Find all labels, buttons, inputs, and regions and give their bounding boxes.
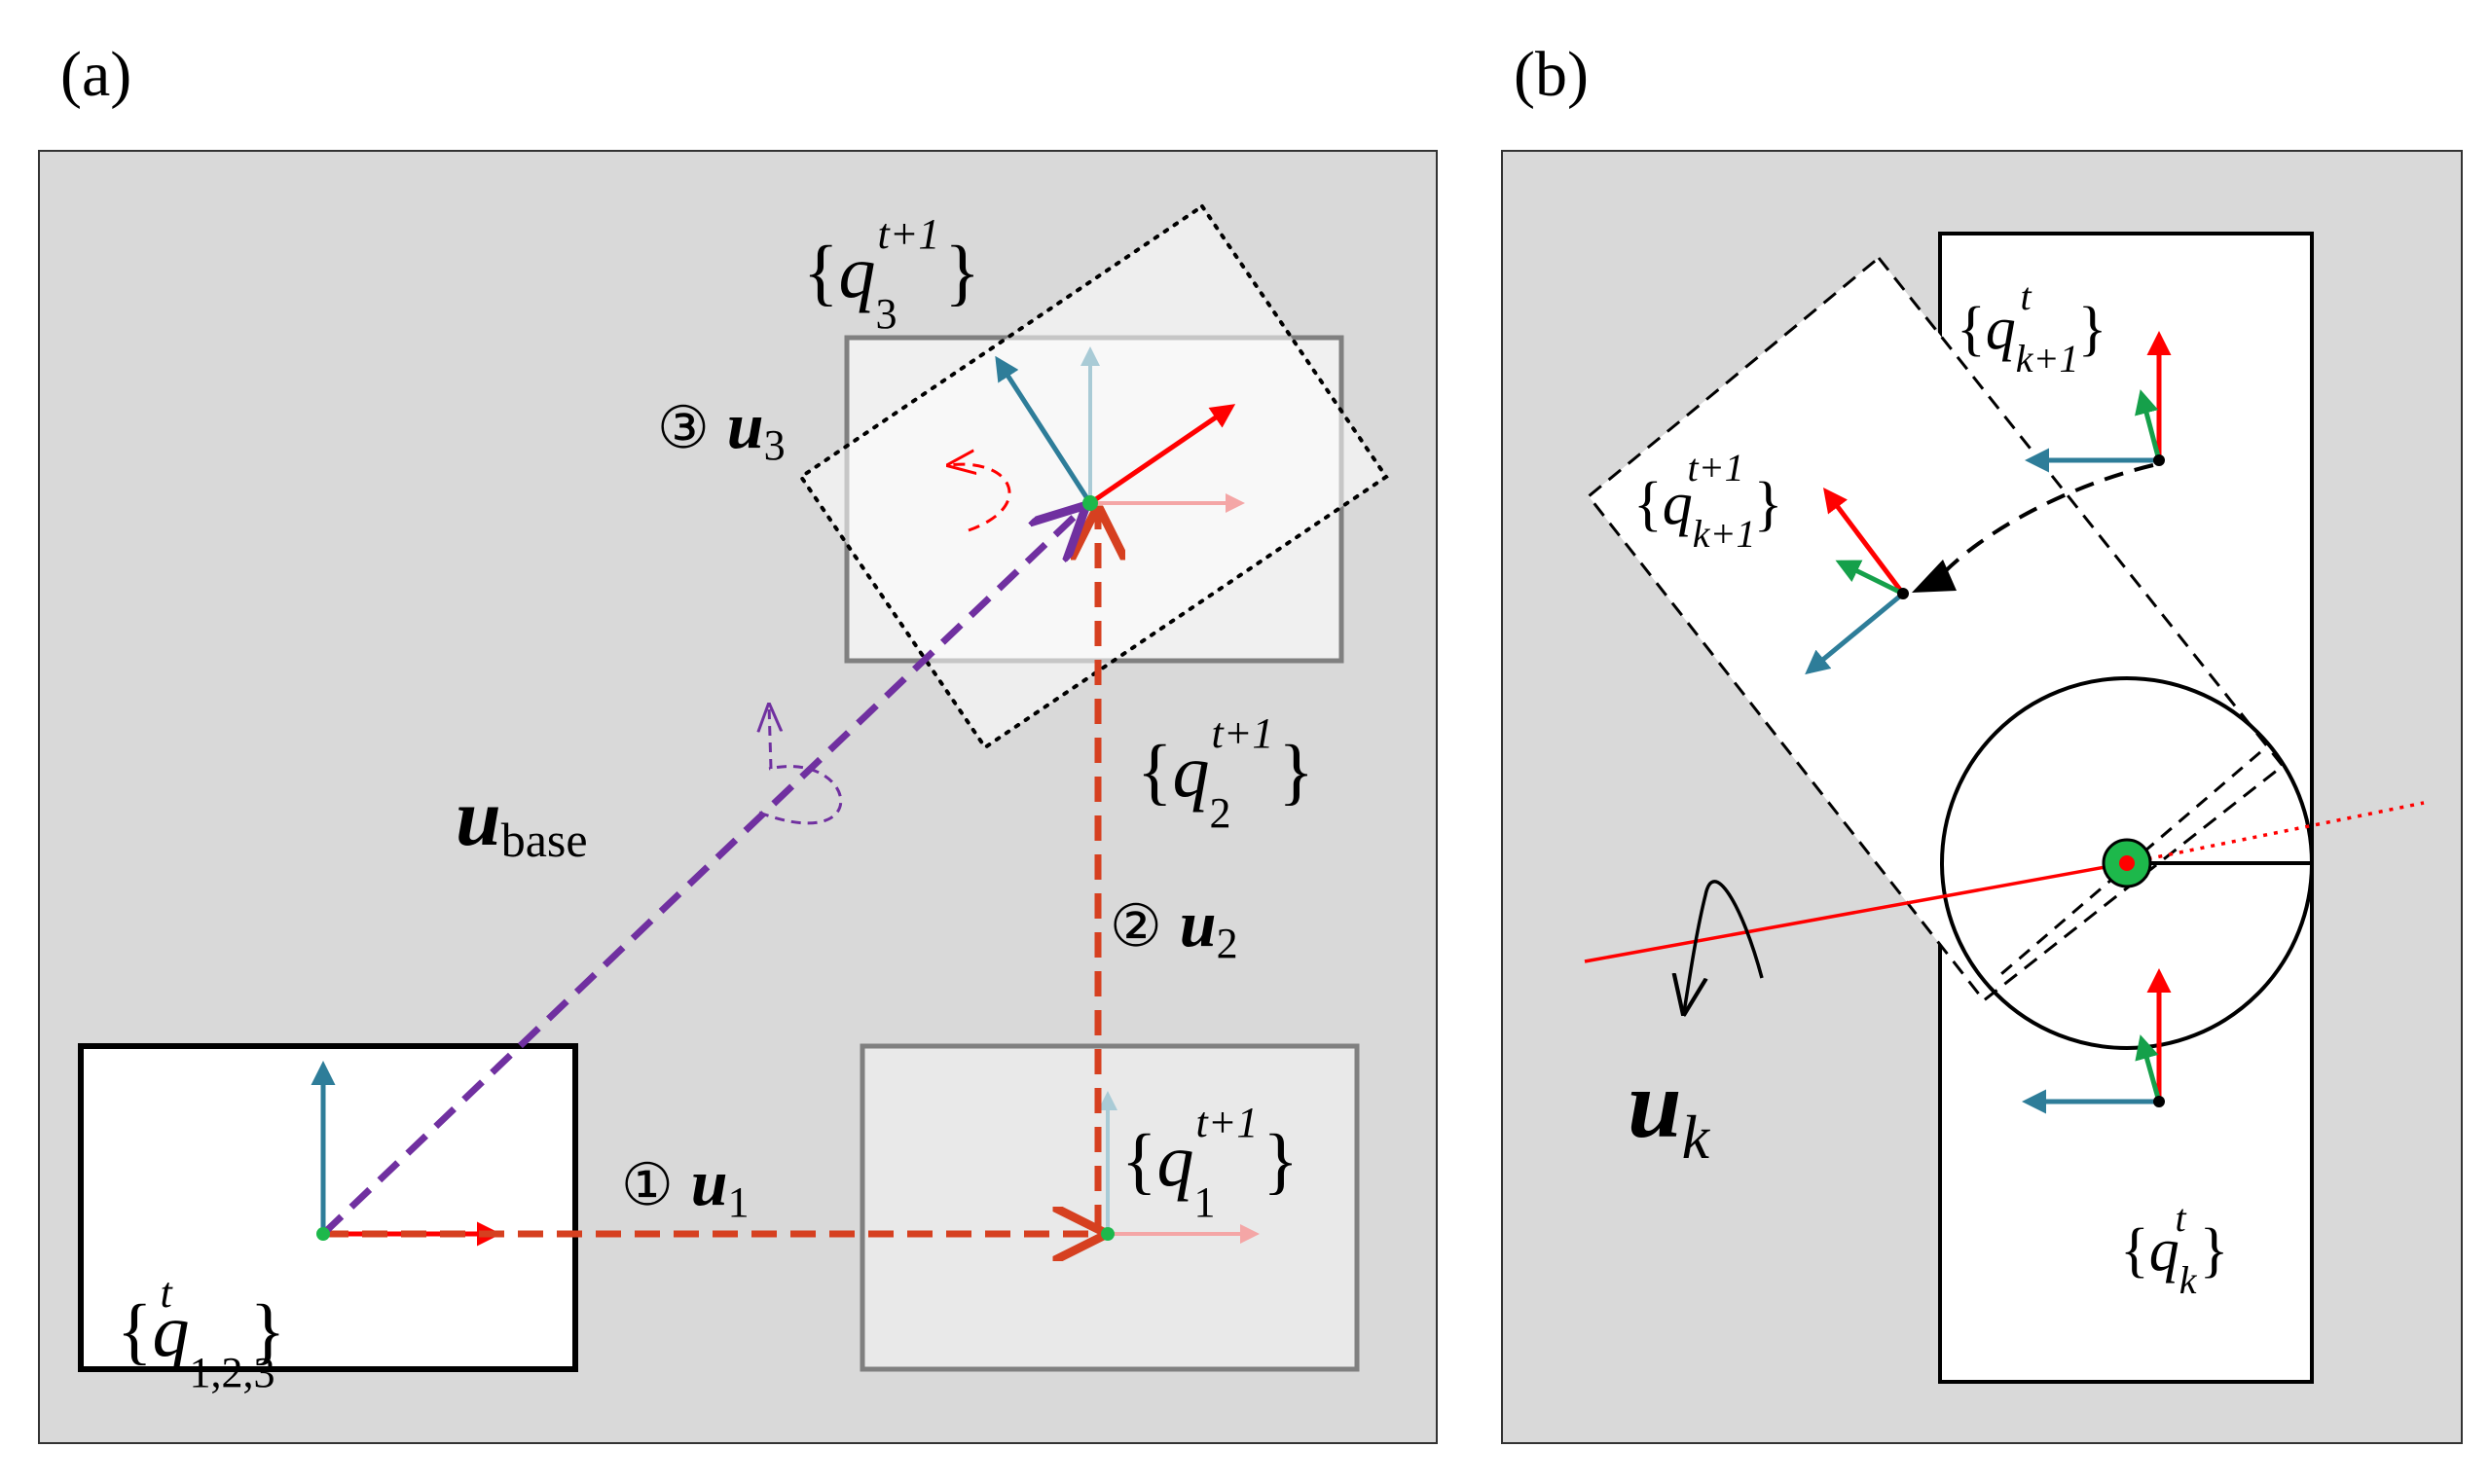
kp1-next-y-axis [1805,592,1905,675]
kp1-frame-label: {qk+1t} [1957,274,2106,380]
frame2-label: {q2t+1} [1137,709,1314,837]
k-pivot [2153,1096,2165,1107]
uk-rotation-indicator [1684,880,1764,1012]
kp1-next-z-axis [1835,560,1905,597]
u3-rotation-indicator [949,464,1011,532]
link-body-rotated [1586,255,2286,1003]
panel-b-label: (b) [1514,39,1589,110]
panel-a: (a) {q [38,39,1438,1444]
frame3-label: {q3t+1} [803,210,980,338]
panel-a-label: (a) [60,39,131,110]
frame3-pivot [1082,495,1098,511]
start-pivot [316,1227,330,1241]
k-z-axis [2135,1034,2162,1103]
frame3-x-axis [1088,404,1236,506]
k-frame-label: {qkt} [2120,1196,2228,1302]
frame1-pivot [1101,1227,1115,1241]
u-base-label: ubase [456,773,588,867]
rotation-axis-extension [2126,801,2425,865]
frame1-label: {q1t+1} [1121,1099,1299,1226]
kp1-z-axis [2135,389,2162,461]
box-after-u3 [798,203,1389,750]
start-frame-label: {q1,2,3t} [117,1269,285,1396]
frame3-y-axis [995,355,1093,505]
kp1-next-x-axis [1822,488,1905,596]
start-box [78,1043,578,1372]
kp1-next-frame-label: {qk+1t+1} [1633,446,1782,556]
uk-label: uk [1628,1050,1711,1172]
joint-center [2119,855,2135,871]
rotation-axis [1584,861,2128,963]
kp1-next-pivot [1897,588,1909,599]
transition-path [1933,463,2154,584]
u-base-rotation-indicator [759,706,843,825]
transition-arrowhead [1912,560,1957,593]
u-base-path [320,509,1082,1237]
kp1-pivot [2153,454,2165,466]
panel-b: (b) [1501,39,2463,1444]
